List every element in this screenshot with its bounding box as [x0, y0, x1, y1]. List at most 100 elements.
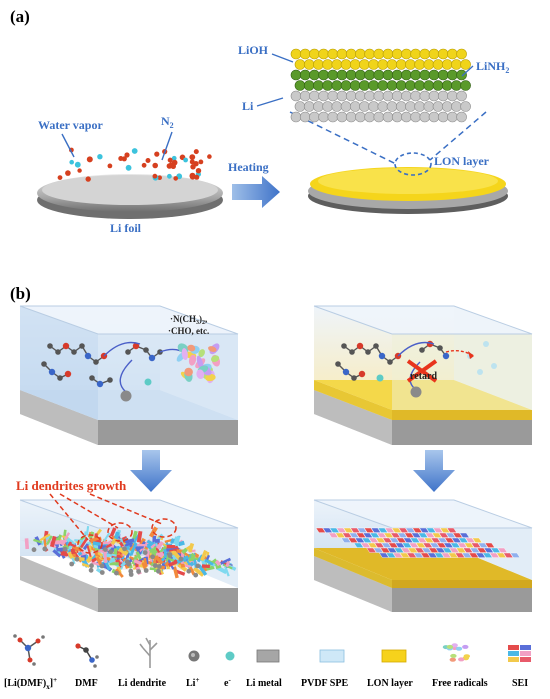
lattice-atom — [340, 80, 352, 91]
retard-label: retard — [410, 371, 437, 382]
vapor-molecule — [118, 156, 124, 161]
lattice-atom — [303, 59, 315, 70]
sei-tile — [472, 537, 483, 543]
lattice-atom — [322, 80, 333, 91]
sei-tile — [348, 532, 360, 538]
dendrite-fragment — [135, 551, 142, 560]
vapor-molecule — [207, 154, 212, 159]
sei-tile — [384, 527, 395, 533]
atom — [351, 375, 357, 381]
vapor-molecule — [193, 149, 199, 155]
atom — [358, 370, 366, 378]
lattice-atom — [355, 111, 366, 123]
free-radicals-icon — [442, 643, 470, 662]
lattice-atom — [377, 59, 389, 70]
dendrite-fragment — [82, 543, 90, 551]
li-ion — [88, 567, 94, 573]
vapor-molecule — [194, 174, 200, 180]
dendrite-fragment — [109, 562, 119, 566]
dendrite-fragment — [95, 556, 103, 567]
atom — [341, 343, 347, 349]
lattice-atom — [294, 59, 306, 70]
vapor-molecule — [152, 173, 158, 179]
sei-tile — [411, 532, 422, 538]
sei-tile — [424, 532, 436, 538]
lattice-atom — [437, 69, 449, 81]
dendrite-fragment — [158, 545, 167, 554]
heating-label: Heating — [228, 160, 269, 174]
sei-tile — [390, 532, 401, 538]
dendrite-fragment — [85, 556, 93, 564]
lattice-atom — [423, 59, 435, 70]
lattice-atom — [405, 80, 416, 91]
panel-b-tag: (b) — [10, 284, 31, 303]
sei-tile — [465, 537, 476, 543]
vapor-molecule — [189, 172, 196, 179]
lattice-atom — [331, 59, 343, 70]
lattice-atom — [382, 90, 394, 102]
water-vapor-pointer — [61, 133, 75, 158]
atom — [373, 343, 379, 349]
lattice-atom — [364, 69, 375, 81]
li-metal-icon — [256, 649, 280, 663]
dendrite-fragment — [163, 549, 168, 559]
lattice-atom — [294, 80, 306, 91]
sei-tile — [383, 532, 394, 538]
reaction-arrow — [409, 361, 421, 389]
lattice-atom — [340, 101, 352, 112]
lattice-atom — [386, 101, 398, 112]
radical-fragment — [184, 367, 193, 377]
lattice-atom — [290, 111, 302, 123]
lattice-atom — [318, 69, 329, 81]
li-ion-highlight — [191, 653, 195, 657]
lattice-atom — [405, 101, 416, 112]
sei-tile — [482, 552, 493, 558]
sei-tile — [419, 527, 430, 533]
vapor-molecule — [69, 159, 74, 165]
down-arrow-left — [130, 450, 172, 492]
sei-tile — [354, 537, 366, 543]
sei-tile — [408, 542, 420, 548]
sei-tile — [455, 547, 467, 553]
sei-tile — [373, 547, 384, 553]
dendrite-fragment — [67, 551, 74, 559]
lattice-atom — [377, 101, 389, 112]
sei-tile — [461, 552, 473, 558]
sei-tile — [489, 552, 500, 558]
dendrite-fragment — [63, 532, 71, 540]
li-ion — [103, 547, 108, 552]
dendrite-fragment — [189, 553, 196, 561]
lattice-atom — [327, 90, 339, 102]
dendrite-fragment — [133, 559, 142, 566]
dendrite-fragment — [164, 538, 174, 543]
dendrite-fragment — [54, 539, 66, 545]
dendrite-fragment — [192, 566, 205, 577]
sei-tile — [422, 542, 433, 548]
lattice-atom — [428, 90, 440, 102]
down-arrow-right — [413, 450, 455, 492]
radicals-label: ·N(CH3)2, — [170, 314, 207, 326]
sei-tile — [357, 527, 368, 533]
lattice-atom — [401, 111, 412, 123]
sei-tile — [347, 537, 359, 543]
radical-fragment — [188, 354, 197, 366]
dendrite-fragment — [118, 547, 129, 556]
legend: [Li(DMF)x]+ DMF Li dendrite Li+ e- Li me… — [4, 634, 531, 691]
vapor-molecule — [97, 154, 103, 160]
sei-tile — [403, 537, 414, 543]
lattice-atom — [460, 101, 471, 112]
lattice-atom — [391, 90, 403, 102]
lattice-atom — [423, 80, 435, 91]
lattice-atom — [395, 80, 407, 91]
sei-tile — [468, 552, 479, 558]
li-ion — [193, 572, 199, 578]
lattice-atom — [364, 111, 375, 123]
lattice-atom — [299, 69, 311, 81]
atom — [41, 361, 47, 367]
lattice-atom — [382, 69, 394, 81]
sei-tile — [350, 527, 361, 533]
radical-fragment — [205, 374, 216, 382]
n2-pointer — [161, 131, 173, 161]
panel-a-tag: (a) — [10, 7, 30, 26]
li-ion — [195, 563, 201, 569]
